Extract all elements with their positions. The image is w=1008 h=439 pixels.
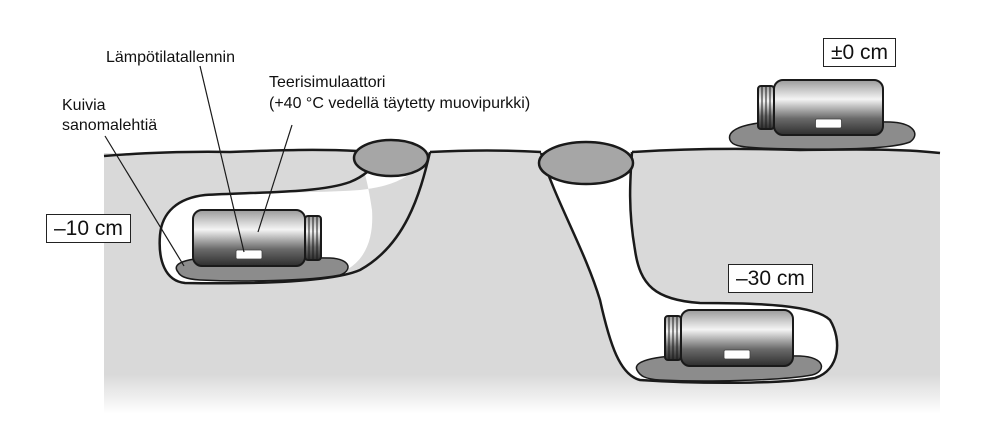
simulator-description: (+40 °C vedellä täytetty muovipurkki) bbox=[269, 95, 531, 112]
newspapers-label-line1: Kuivia bbox=[62, 97, 106, 114]
entrance-stone-left bbox=[352, 138, 430, 178]
burrow-deep-outline bbox=[539, 151, 839, 385]
ground-surface-line bbox=[103, 147, 941, 158]
leader-newspapers bbox=[104, 135, 185, 267]
jar-surface bbox=[757, 79, 884, 136]
jar-deep bbox=[664, 309, 794, 367]
burrow-shallow-outline bbox=[158, 151, 432, 285]
depth-label-shallow: –10 cm bbox=[46, 214, 131, 243]
jar-shallow-temperature-logger bbox=[235, 249, 263, 260]
entrance-stone-right bbox=[537, 140, 635, 186]
simulator-label: Teerisimulaattori bbox=[269, 74, 386, 91]
jar-shallow bbox=[192, 209, 322, 267]
depth-label-deep: –30 cm bbox=[728, 264, 813, 293]
depth-label-surface: ±0 cm bbox=[823, 38, 897, 67]
jar-deep-temperature-logger bbox=[723, 349, 751, 360]
jar-surface-temperature-logger bbox=[815, 118, 842, 129]
leader-simulator bbox=[257, 124, 293, 233]
newspapers-label-line2: sanomalehtiä bbox=[62, 117, 158, 134]
logger-label: Lämpötilatallennin bbox=[106, 49, 235, 66]
leader-logger bbox=[199, 65, 245, 253]
